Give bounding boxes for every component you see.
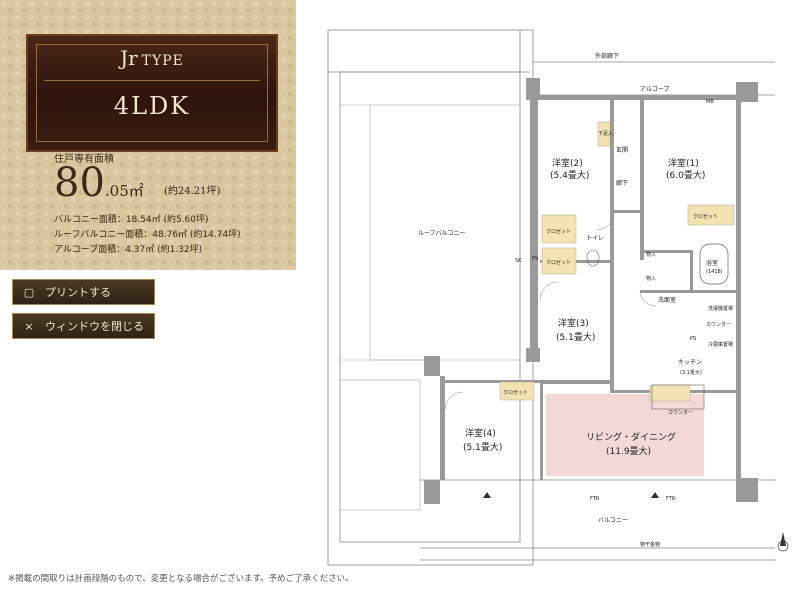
- counter-label-kitchen: カウンター: [668, 409, 693, 416]
- shoe-box-label: 下足入: [598, 131, 613, 137]
- bathtub: [699, 243, 729, 285]
- doors: [444, 211, 657, 411]
- layout-type: 4LDK: [113, 92, 191, 120]
- closet-label-room3: クロゼット: [546, 259, 571, 266]
- balcony-label: バルコニー: [598, 517, 628, 524]
- ps-label: PS: [532, 256, 538, 262]
- bath-name: 浴室: [706, 259, 718, 267]
- close-label: ウィンドウを閉じる: [45, 320, 144, 333]
- room4-size: (5.1畳大): [463, 441, 502, 453]
- counter-label-wash: カウンター: [706, 321, 731, 328]
- corridor-label: 廊下: [616, 179, 628, 187]
- divider: [44, 80, 260, 81]
- north-compass-icon: [777, 532, 789, 552]
- room1-size: (6.0畳大): [666, 169, 705, 181]
- toilet-label: トイレ: [586, 235, 604, 242]
- area-decimal: .05㎡: [104, 182, 144, 200]
- area-value: 80.05㎡ (約24.21坪): [54, 160, 220, 206]
- storage-label-2: 物入: [646, 275, 656, 282]
- closet-label-room1: クロゼット: [693, 213, 718, 220]
- ftr-label-1: FTR: [590, 496, 600, 502]
- bath-size: (1418): [706, 269, 723, 275]
- balcony-area: バルコニー面積：18.54㎡ (約5.60坪): [54, 215, 209, 225]
- area-integer: 80: [54, 160, 105, 206]
- window-markers: [483, 492, 659, 498]
- room3-size: (5.1畳大): [556, 331, 595, 343]
- footnote: ※掲載の間取りは計画段階のもので、変更となる場合がございます。予めご了承ください…: [8, 574, 354, 584]
- kitchen-name: キッチン: [678, 359, 702, 366]
- room2-name: 洋室(2): [552, 157, 583, 169]
- closet-label-room2: クロゼット: [546, 228, 571, 235]
- floor-plan: 外部廊下 アルコーブ MB ルーフバルコニー SK 玄関 下足入 廊下 洋室(2…: [327, 29, 789, 566]
- fridge-label: 冷蔵庫置場: [708, 341, 733, 348]
- print-icon: ▢: [23, 285, 35, 299]
- living-dining-area: [546, 394, 704, 476]
- entrance-label: 玄関: [616, 146, 628, 154]
- alcove-area: アルコーブ面積：4.37㎡ (約1.32坪): [54, 245, 203, 255]
- roof-balcony-frame: [339, 104, 521, 511]
- closets: [499, 121, 735, 402]
- close-window-button[interactable]: × ウィンドウを閉じる: [12, 313, 155, 339]
- kitchen-counter: [651, 384, 705, 410]
- kitchen-size: (3.1畳大): [680, 369, 702, 376]
- type-name: Jr: [120, 46, 138, 70]
- sk-label: SK: [515, 258, 522, 264]
- washer-label: 洗濯機置場: [708, 305, 733, 312]
- print-button[interactable]: ▢ プリントする: [12, 279, 155, 305]
- print-label: プリントする: [45, 286, 111, 299]
- type-suffix: TYPE: [141, 53, 184, 69]
- storage-label-1: 物入: [646, 251, 656, 258]
- area-tsubo: (約24.21坪): [164, 186, 221, 197]
- roof-balcony-area: ルーフバルコニー面積：48.76㎡ (約14.74坪): [54, 230, 241, 240]
- close-icon: ×: [24, 319, 34, 333]
- mb-label: MB: [706, 99, 714, 105]
- room1-name: 洋室(1): [668, 157, 699, 169]
- room4-name: 洋室(4): [465, 427, 496, 439]
- toilet-fixture: [586, 249, 600, 267]
- area-label: 住戸専有面積: [54, 154, 114, 165]
- living-name: リビング・ダイニング: [586, 431, 676, 443]
- closet-label-room4: クロゼット: [503, 389, 528, 396]
- living-size: (11.9畳大): [606, 445, 651, 457]
- room2-size: (5.4畳大): [550, 169, 589, 181]
- washroom-label: 洗面室: [658, 296, 676, 304]
- outer-corridor-label: 外部廊下: [595, 52, 619, 60]
- room3-name: 洋室(3): [558, 317, 589, 329]
- alcove-label: アルコーブ: [640, 85, 669, 93]
- ps-label-2: PS: [690, 336, 696, 342]
- plan-outline: [327, 29, 775, 566]
- roof-balcony-label: ルーフバルコニー: [418, 230, 466, 237]
- pipe-label: 物干金物: [640, 541, 660, 548]
- ftr-label-2: FTR: [666, 496, 676, 502]
